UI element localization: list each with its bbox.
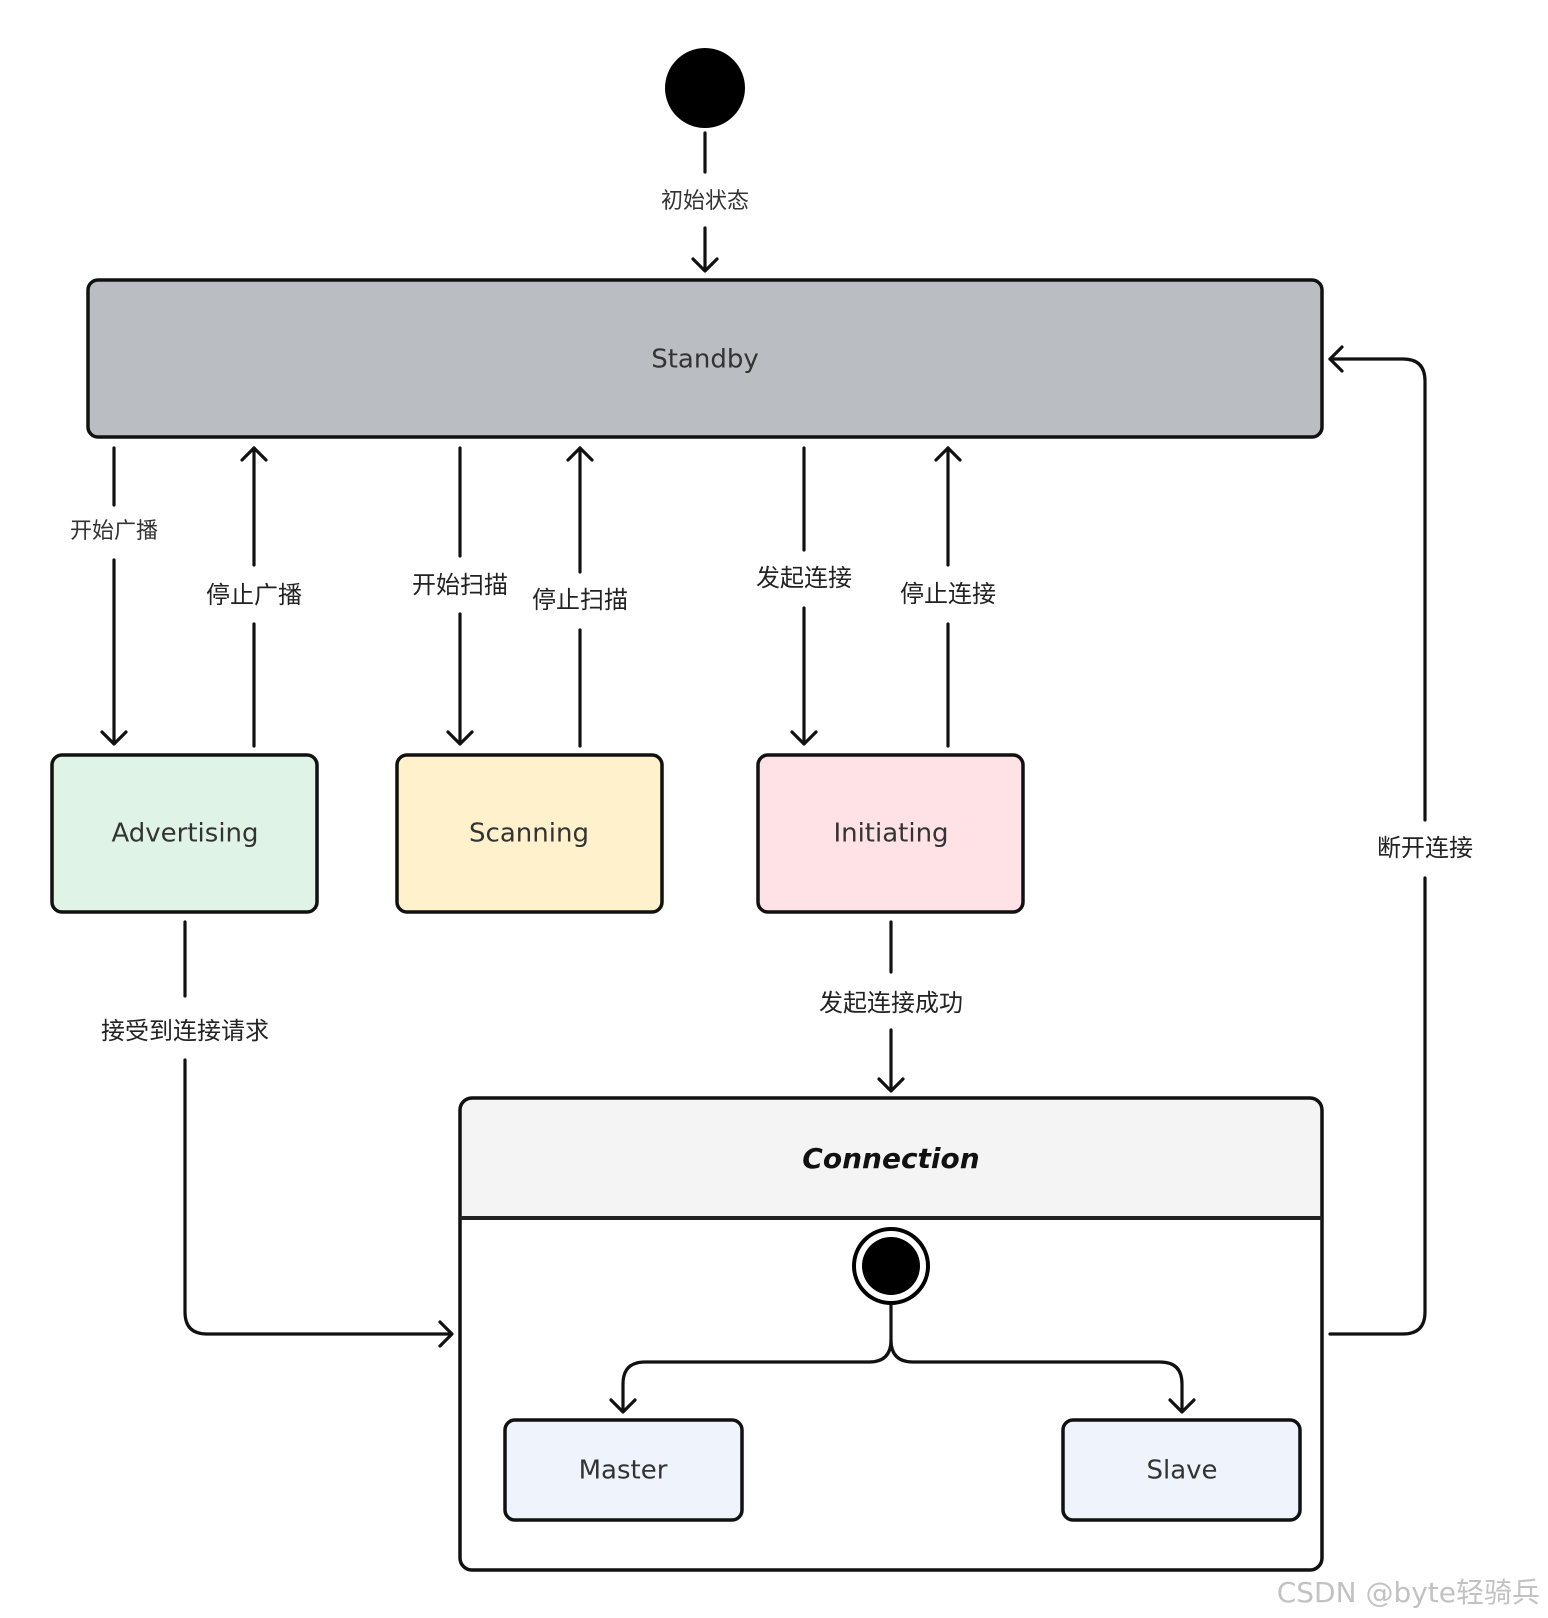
standby-label: Standby [651, 345, 759, 375]
label-stop-advertising: 停止广播 [206, 581, 302, 609]
transition-start-advertising: 开始广播 [70, 446, 158, 746]
label-start-advertising: 开始广播 [70, 519, 158, 544]
arrowhead-to-slave [1168, 1398, 1196, 1414]
arrowhead-to-master [609, 1398, 637, 1414]
master-label: Master [579, 1456, 668, 1486]
advertising-box [50, 753, 319, 914]
state-advertising: Advertising [50, 753, 319, 914]
connection-label: Connection [802, 1142, 979, 1175]
slave-label: Slave [1146, 1456, 1217, 1486]
initiating-box [756, 753, 1025, 914]
master-box [503, 1418, 744, 1522]
initial-state-node [665, 48, 745, 128]
label-disconnect: 断开连接 [1377, 834, 1473, 862]
standby-box [86, 278, 1324, 439]
transition-start-scanning: 开始扫描 [412, 446, 508, 746]
state-master: Master [503, 1418, 744, 1522]
transition-initiate-connection: 发起连接 [756, 446, 852, 746]
label-initiate-connection: 发起连接 [756, 564, 852, 592]
state-scanning: Scanning [395, 753, 664, 914]
connection-box [458, 1096, 1324, 1572]
transition-stop-scanning: 停止扫描 [532, 446, 628, 748]
transition-stop-advertising: 停止广播 [206, 446, 302, 748]
label-initial: 初始状态 [661, 189, 749, 214]
watermark: CSDN @byte轻骑兵 [1277, 1576, 1540, 1609]
scanning-label: Scanning [469, 819, 589, 849]
label-connection-request: 接受到连接请求 [101, 1017, 269, 1045]
state-initiating: Initiating [756, 753, 1025, 914]
connection-header [460, 1098, 1322, 1218]
scanning-box [395, 753, 664, 914]
transition-stop-connection: 停止连接 [900, 446, 996, 748]
label-start-scanning: 开始扫描 [412, 571, 508, 599]
edge-to-slave [889, 1338, 1184, 1412]
nested-initial-inner [862, 1237, 920, 1295]
edge-to-master [621, 1303, 893, 1412]
initiating-label: Initiating [833, 819, 948, 849]
label-stop-scanning: 停止扫描 [532, 586, 628, 614]
transition-connection-request: 接受到连接请求 [101, 920, 454, 1348]
label-initiate-success: 发起连接成功 [819, 989, 963, 1017]
advertising-label: Advertising [111, 819, 258, 849]
state-slave: Slave [1061, 1418, 1302, 1522]
state-connection: Connection Master Slave [458, 1096, 1324, 1572]
slave-box [1061, 1418, 1302, 1522]
state-standby: Standby [86, 278, 1324, 439]
label-stop-connection: 停止连接 [900, 580, 996, 608]
transition-initial: 初始状态 [661, 131, 749, 273]
transition-disconnect: 断开连接 [1328, 345, 1473, 1336]
transition-initiate-success: 发起连接成功 [819, 920, 963, 1093]
